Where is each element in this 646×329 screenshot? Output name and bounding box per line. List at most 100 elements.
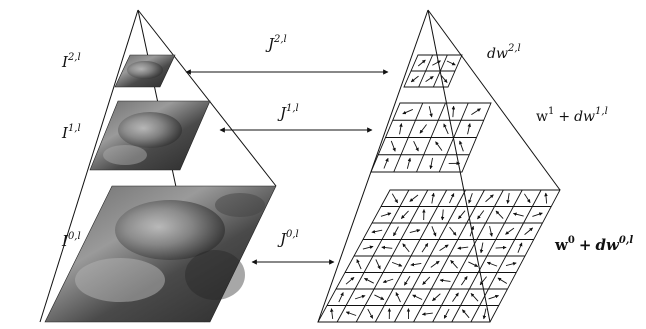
flow-vector-arrow bbox=[418, 60, 425, 66]
flow-vector-arrow bbox=[471, 293, 478, 301]
flow-vector-arrow bbox=[426, 76, 434, 81]
flow-vector-arrow bbox=[440, 245, 449, 251]
flow-grid-level-1 bbox=[371, 103, 491, 172]
flow-vector-arrow bbox=[498, 278, 507, 284]
right-pyramid-edge-right bbox=[428, 10, 490, 322]
flow-vector-arrow bbox=[450, 227, 457, 235]
flow-vector-arrow bbox=[410, 195, 418, 202]
flow-vector-arrow bbox=[471, 109, 480, 115]
flow-vector-arrow bbox=[451, 260, 458, 268]
flow-vector-arrow bbox=[436, 142, 442, 151]
flow-vector-arrow bbox=[422, 243, 428, 252]
flow-vector-arrow bbox=[374, 295, 384, 300]
label-I-1l: I1,l bbox=[61, 123, 81, 142]
label-w1-plus-dw-1l: w1+dw1,l bbox=[536, 106, 608, 125]
flow-vector-arrow bbox=[331, 309, 332, 319]
flow-vector-arrow bbox=[363, 246, 373, 249]
flow-vector-arrow bbox=[490, 226, 492, 236]
flow-vector-arrow bbox=[376, 259, 380, 269]
flow-vector-arrow bbox=[442, 209, 443, 220]
flow-vector-arrow bbox=[339, 292, 343, 302]
flow-vector-arrow bbox=[429, 106, 432, 117]
flow-vector-arrow bbox=[496, 211, 503, 219]
flow-vector-arrow bbox=[407, 158, 410, 169]
label-I-0l: I0,l bbox=[61, 231, 81, 250]
flow-vector-arrow bbox=[447, 61, 455, 65]
flow-vector-arrow bbox=[346, 312, 356, 315]
flow-vector-arrow bbox=[487, 262, 497, 266]
flow-vector-arrow bbox=[513, 213, 523, 216]
flow-vector-arrow bbox=[423, 277, 430, 285]
flow-vector-arrow bbox=[431, 261, 439, 267]
flow-vector-arrow bbox=[524, 194, 530, 203]
left-pyramid: I2,l I1,l I0,l bbox=[40, 10, 276, 322]
flow-vector-arrow bbox=[411, 263, 421, 265]
flow-vector-arrow bbox=[404, 276, 410, 285]
flow-vector-arrow bbox=[468, 123, 470, 134]
flow-vector-arrow bbox=[382, 247, 393, 248]
label-J-2l: J2,l bbox=[265, 34, 287, 53]
flow-vector-arrow bbox=[420, 124, 427, 133]
flow-vector-arrow bbox=[403, 244, 410, 252]
flow-vector-arrow bbox=[355, 296, 365, 299]
flow-vector-arrow bbox=[469, 193, 473, 203]
flow-vector-arrow bbox=[383, 279, 393, 282]
flow-vector-arrow bbox=[505, 228, 514, 234]
flow-vector-arrow bbox=[400, 123, 402, 134]
flow-vector-arrow bbox=[430, 158, 432, 169]
flow-vector-arrow bbox=[392, 194, 397, 203]
flow-vector-arrow bbox=[368, 309, 373, 318]
label-I-2l: I2,l bbox=[61, 52, 81, 71]
flow-grid-level-0 bbox=[318, 190, 560, 322]
flow-vector-arrow bbox=[432, 193, 434, 203]
flow-vector-arrow bbox=[462, 310, 469, 318]
flow-vector-arrow bbox=[489, 296, 499, 299]
flow-vector-arrow bbox=[401, 211, 408, 219]
flow-vector-arrow bbox=[381, 213, 391, 216]
flow-vector-arrow bbox=[392, 262, 402, 266]
flow-vector-arrow bbox=[486, 195, 494, 202]
flow-vector-arrow bbox=[506, 263, 516, 266]
flow-vector-arrow bbox=[410, 230, 420, 233]
flow-vector-arrow bbox=[452, 293, 458, 302]
label-J-0l: J0,l bbox=[277, 229, 299, 248]
flow-vector-arrow bbox=[461, 276, 467, 285]
flow-vector-arrow bbox=[444, 124, 449, 134]
flow-vector-arrow bbox=[364, 278, 373, 283]
flow-vector-arrow bbox=[396, 292, 400, 302]
flow-vector-arrow bbox=[458, 247, 468, 248]
flow-vector-arrow bbox=[468, 262, 477, 267]
flow-vector-arrow bbox=[440, 280, 450, 281]
flow-vector-arrow bbox=[460, 141, 464, 151]
right-pyramid-edge-left bbox=[318, 10, 428, 322]
flow-vector-arrow bbox=[432, 294, 440, 301]
label-w0-plus-dw-0l: w0+dw0,l bbox=[554, 235, 633, 254]
flow-vector-arrow bbox=[496, 247, 507, 248]
flow-vector-arrow bbox=[391, 141, 395, 151]
flow-vector-arrow bbox=[449, 193, 453, 203]
flow-vector-arrow bbox=[525, 228, 533, 235]
right-pyramid: dw2,l w1+dw1,l w0+dw0,l bbox=[318, 10, 633, 322]
flow-vector-arrow bbox=[432, 61, 440, 66]
image-level-1 bbox=[90, 101, 210, 170]
image-level-0 bbox=[45, 186, 276, 322]
flow-vector-arrow bbox=[411, 76, 418, 82]
flow-vector-arrow bbox=[432, 226, 436, 236]
flow-vector-arrow bbox=[393, 227, 398, 236]
label-J-1l: J1,l bbox=[277, 103, 299, 122]
flow-vector-arrow bbox=[422, 313, 432, 314]
flow-vector-arrow bbox=[357, 259, 361, 269]
flow-vector-arrow bbox=[372, 230, 382, 232]
flow-vector-arrow bbox=[477, 211, 483, 219]
flow-vector-arrow bbox=[481, 243, 483, 253]
flow-grid-level-2 bbox=[404, 55, 462, 87]
flow-vector-arrow bbox=[384, 158, 388, 168]
image-level-2 bbox=[115, 55, 175, 87]
flow-vector-arrow bbox=[546, 193, 547, 204]
flow-vector-arrow bbox=[532, 213, 542, 216]
right-pyramid-edge-back bbox=[428, 10, 560, 190]
flow-vector-arrow bbox=[346, 277, 354, 284]
flow-vector-arrow bbox=[453, 106, 454, 117]
